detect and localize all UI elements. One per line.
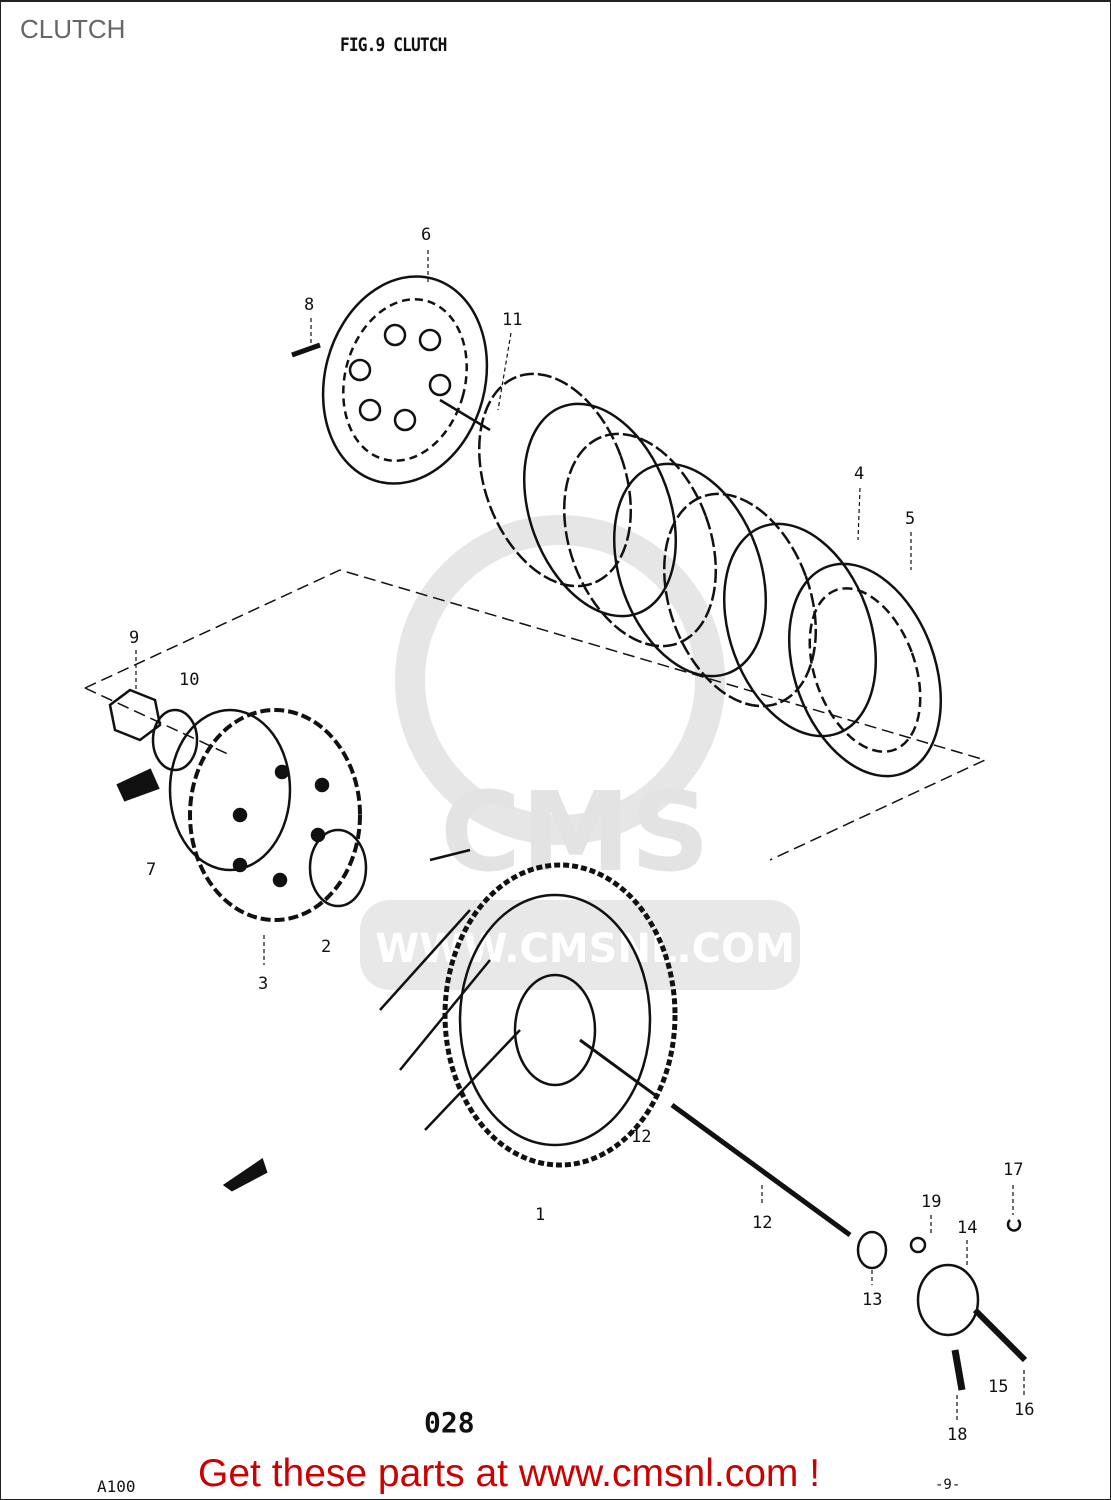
- watermark-url: WWW.CMSNL.COM: [375, 926, 795, 972]
- arrow-mark: [222, 1158, 268, 1192]
- callout: 12: [752, 1213, 772, 1233]
- watermark-logo: CMS: [440, 768, 709, 896]
- callout: 13: [862, 1290, 882, 1310]
- callout: 19: [921, 1192, 941, 1212]
- callout: 18: [947, 1425, 967, 1445]
- oil-seal: [856, 1230, 888, 1270]
- leader-lines: [135, 250, 1025, 1420]
- clutch-housing: [379, 848, 678, 1168]
- callout: 17: [1003, 1160, 1023, 1180]
- callout: 5: [905, 509, 915, 529]
- page-code: 028: [424, 1406, 475, 1439]
- callout: 11: [502, 310, 522, 330]
- callout: 3: [258, 974, 268, 994]
- primary-gear: [168, 708, 362, 922]
- callout: 16: [1014, 1400, 1034, 1420]
- page-title: CLUTCH: [20, 14, 126, 44]
- callout: 15: [988, 1377, 1008, 1397]
- callout: 6: [421, 225, 431, 245]
- callout: 4: [854, 464, 864, 484]
- callout: 12: [631, 1127, 651, 1147]
- callout: 14: [957, 1218, 977, 1238]
- push-rod-short: [579, 1038, 656, 1097]
- spring: [116, 768, 160, 802]
- nut: [108, 688, 162, 742]
- clutch-plates: [477, 372, 943, 778]
- figure-title: FIG.9 CLUTCH: [340, 34, 447, 56]
- pin: [291, 342, 321, 358]
- model-code: A100: [97, 1477, 136, 1496]
- callout: 2: [321, 937, 331, 957]
- release-mechanism: [909, 1219, 1028, 1391]
- callout: 1: [535, 1205, 545, 1225]
- push-rod: [670, 1102, 852, 1238]
- pressure-plate: [321, 275, 491, 485]
- callout: 8: [304, 295, 314, 315]
- callout: 10: [179, 670, 199, 690]
- callout: 9: [129, 628, 139, 648]
- circlip: [308, 828, 368, 908]
- callout: 7: [146, 860, 156, 880]
- promo-link[interactable]: Get these parts at www.cmsnl.com !: [198, 1452, 821, 1495]
- callout-numbers: 6 8 11 4 5 9 10 7 2 3 12 1 12 17 19 14 1…: [129, 225, 1034, 1445]
- washer: [151, 708, 199, 772]
- page-number: -9-: [935, 1477, 961, 1493]
